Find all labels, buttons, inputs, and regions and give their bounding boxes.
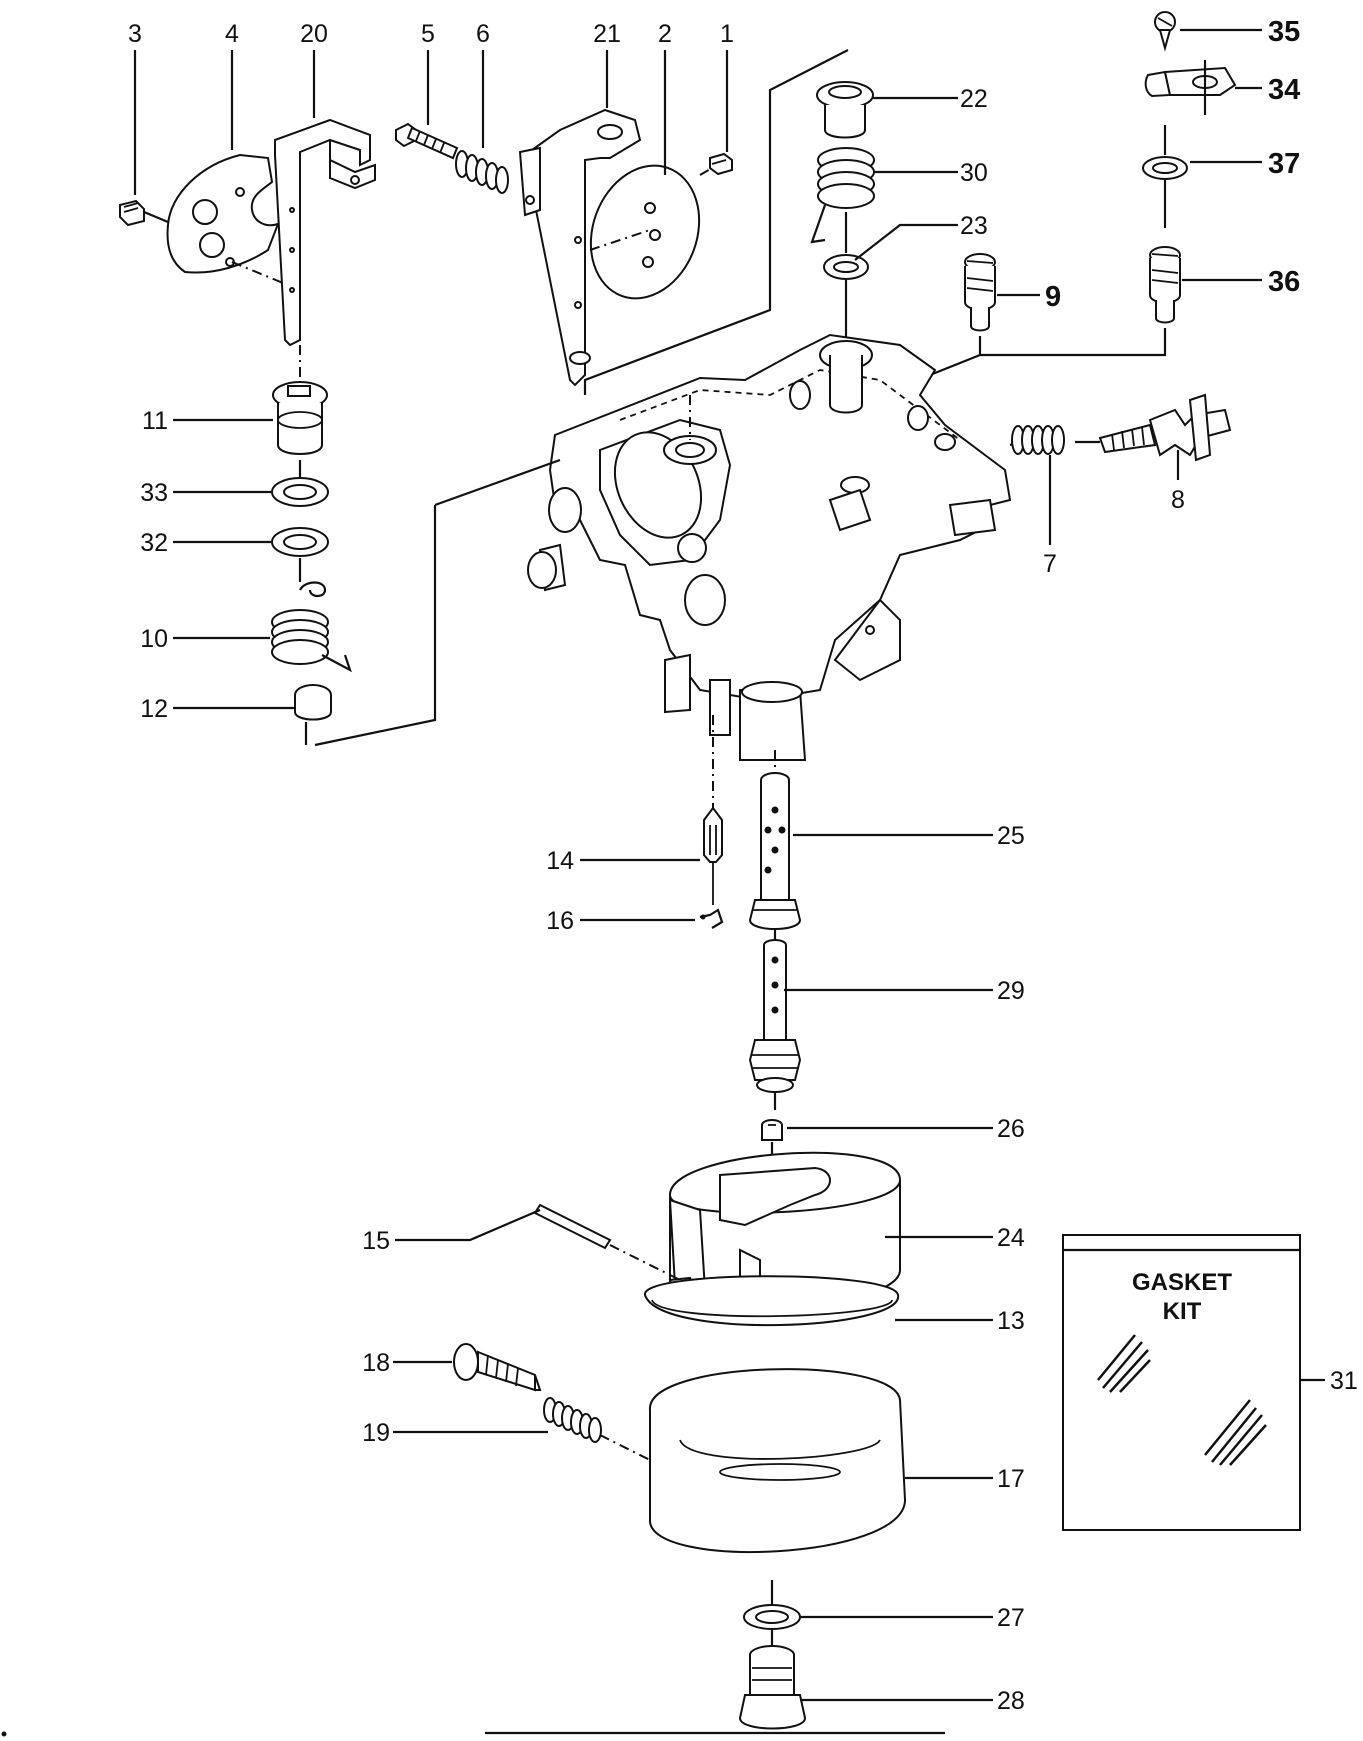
callout-31: 31 (1330, 1367, 1358, 1395)
callout-23: 23 (960, 212, 988, 240)
callout-37: 37 (1268, 148, 1300, 180)
main-nozzle (748, 939, 802, 1093)
choke-plate-screw (119, 199, 145, 227)
callout-35: 35 (1268, 16, 1300, 48)
limiter-cap-screw (1154, 11, 1176, 52)
emulsion-tube (748, 772, 802, 930)
limiter-bracket (1144, 66, 1237, 98)
edge-mark (1, 1731, 7, 1737)
mixture-needle (1098, 393, 1232, 462)
callout-6: 6 (476, 20, 490, 48)
callout-22: 22 (960, 85, 988, 113)
callout-29: 29 (997, 977, 1025, 1005)
callout-10: 10 (140, 625, 168, 653)
gasket-kit-title-line1: GASKET (1132, 1269, 1232, 1296)
callout-17: 17 (997, 1465, 1025, 1493)
callout-4: 4 (225, 20, 239, 48)
callout-36: 36 (1268, 266, 1300, 298)
callout-9: 9 (1045, 281, 1061, 313)
callout-30: 30 (960, 159, 988, 187)
throttle-return-spring (810, 147, 875, 244)
carburetor-body (527, 333, 1012, 761)
callout-33: 33 (140, 479, 168, 507)
throttle-bushing (816, 81, 874, 139)
callout-26: 26 (997, 1115, 1025, 1143)
callout-16: 16 (546, 907, 574, 935)
callout-3: 3 (128, 20, 142, 48)
idle-screw-spring (455, 150, 509, 194)
idle-speed-screw (395, 122, 459, 160)
choke-seal-upper (271, 477, 329, 507)
callout-8: 8 (1171, 486, 1185, 514)
limiter-washer (1142, 156, 1188, 180)
throttle-shaft (518, 108, 642, 387)
callout-12: 12 (140, 695, 168, 723)
mixture-spring (1011, 425, 1065, 455)
pilot-screw-left (964, 253, 996, 332)
bowl-drain-plug (738, 1645, 807, 1730)
callout-2: 2 (658, 20, 672, 48)
callout-11: 11 (142, 407, 168, 435)
gasket-kit-title-line2: KIT (1163, 1298, 1202, 1325)
callout-15: 15 (362, 1227, 390, 1255)
callout-27: 27 (997, 1604, 1025, 1632)
callout-21: 21 (593, 20, 621, 48)
choke-seal-lower (271, 527, 329, 557)
callout-25: 25 (997, 822, 1025, 850)
choke-bushing (272, 381, 328, 455)
float-bowl (648, 1368, 907, 1553)
main-jet (761, 1119, 783, 1141)
callout-28: 28 (997, 1687, 1025, 1715)
callout-5: 5 (421, 20, 435, 48)
float-pin (533, 1203, 691, 1286)
gasket-kit-box (1062, 1234, 1301, 1531)
float-bowl-gasket (644, 1275, 900, 1327)
choke-shaft (274, 118, 376, 347)
throttle-plate (589, 164, 701, 300)
callout-34: 34 (1268, 74, 1300, 106)
bowl-washer (743, 1604, 801, 1630)
callout-14: 14 (546, 847, 574, 875)
throttle-plate-screw (709, 152, 733, 176)
callout-1: 1 (720, 20, 734, 48)
callout-18: 18 (362, 1349, 390, 1377)
choke-plate (166, 153, 280, 274)
callout-13: 13 (997, 1307, 1025, 1335)
idle-mixture-spring (543, 1397, 602, 1443)
callout-20: 20 (300, 20, 328, 48)
callout-19: 19 (362, 1419, 390, 1447)
choke-return-spring (271, 581, 352, 673)
callout-7: 7 (1043, 550, 1057, 578)
needle-clip (699, 908, 724, 929)
throttle-shaft-seal (823, 254, 869, 280)
idle-mixture-screw (453, 1343, 542, 1392)
choke-cap (294, 684, 332, 721)
callout-32: 32 (140, 529, 168, 557)
callout-24: 24 (997, 1224, 1025, 1252)
inlet-needle (703, 806, 723, 905)
pilot-screw-right (1149, 246, 1181, 324)
